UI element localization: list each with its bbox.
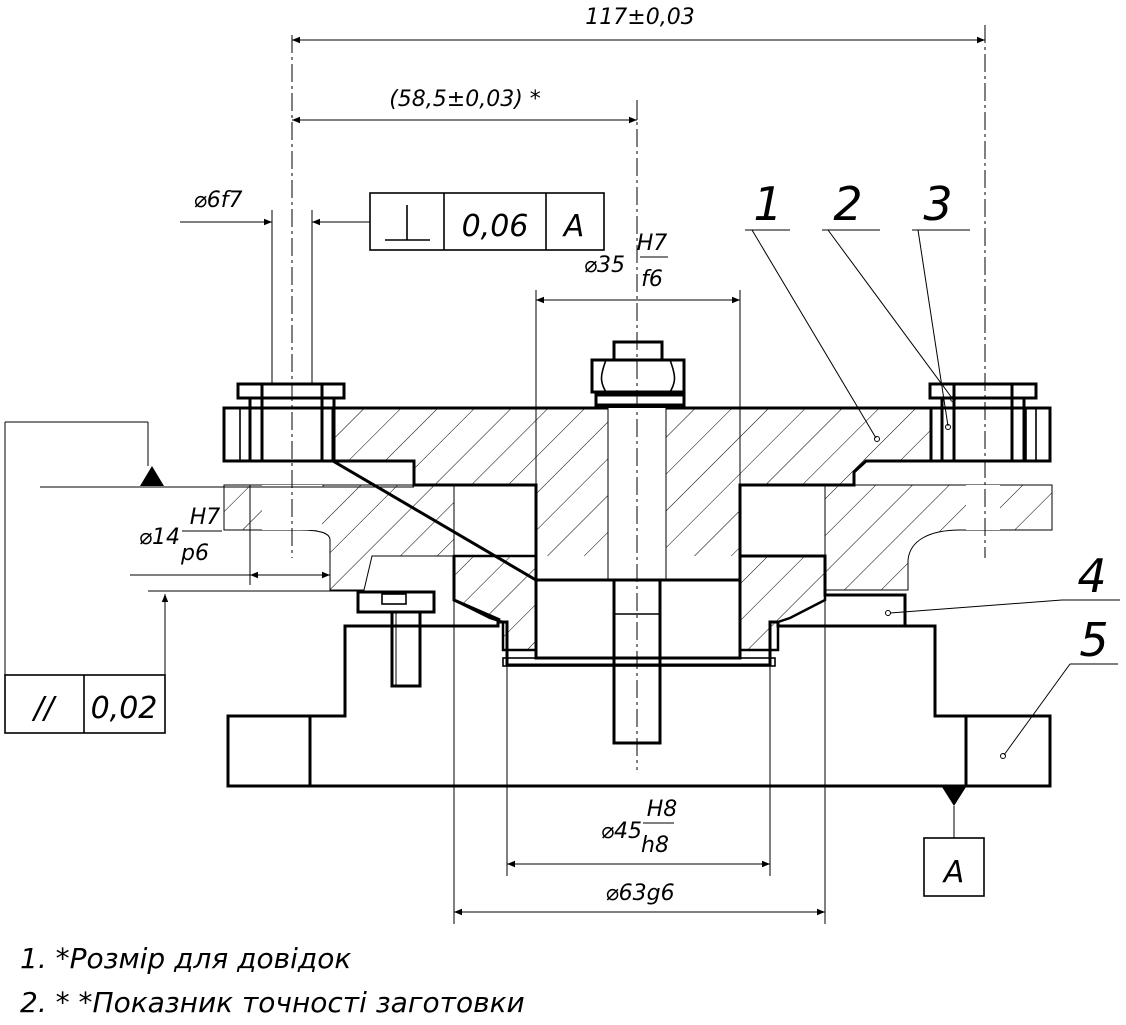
svg-text:⌀14: ⌀14 [139,525,180,550]
boss-fit-label: ⌀45 H8 h8 [601,797,678,858]
svg-text:H7: H7 [637,231,668,256]
svg-text:4: 4 [1077,549,1106,603]
svg-text:H8: H8 [647,797,678,822]
svg-text:2: 2 [833,177,862,231]
svg-text:⌀35: ⌀35 [584,253,625,278]
callout-2: 2 [822,177,956,402]
svg-text:A: A [562,209,585,244]
svg-text:3: 3 [923,177,952,231]
parallelism-frame: // 0,02 [4,421,169,734]
svg-text://: // [31,691,57,726]
note-2: 2. * *Показник точності заготовки [20,986,525,1019]
hex-nut [590,340,686,407]
base-plate [226,620,1052,788]
overall-dimension: 117±0,03 [585,5,694,30]
spigot-dimension: ⌀63g6 [605,881,674,906]
left-plate-end [222,406,335,463]
svg-text:⌀45: ⌀45 [601,819,642,844]
pin-diameter: ⌀6f7 [194,188,243,213]
svg-text:p6: p6 [180,541,209,566]
callout-3: 3 [912,177,970,430]
note-1: 1. *Розмір для довідок [20,942,351,975]
datum-a-symbol: A [923,787,985,897]
bushing-right [928,382,1038,463]
svg-text:5: 5 [1079,613,1108,667]
middle-housing [452,554,935,652]
set-screw [356,590,436,688]
svg-text:0,02: 0,02 [91,691,158,726]
bushing-left [236,382,346,463]
right-plate-end [929,406,1052,463]
bushing-fit-label: ⌀14 H7 p6 [139,505,222,566]
half-dimension: (58,5±0,03) * [389,87,541,112]
svg-text:H7: H7 [190,505,221,530]
callout-4: 4 [885,549,1120,616]
bolt-fit-label: ⌀35 H7 f6 [584,231,668,292]
svg-text:h8: h8 [641,833,669,858]
svg-text:0,06: 0,06 [462,209,529,244]
svg-text:1: 1 [753,177,782,231]
callout-1: 1 [745,177,880,442]
svg-text:A: A [942,855,965,890]
svg-text:f6: f6 [641,267,663,292]
workpiece-blank [223,484,1053,591]
callout-5: 5 [1000,613,1118,759]
perpendicularity-frame: 0,06 A [369,192,605,251]
dimension-lines [40,36,985,924]
